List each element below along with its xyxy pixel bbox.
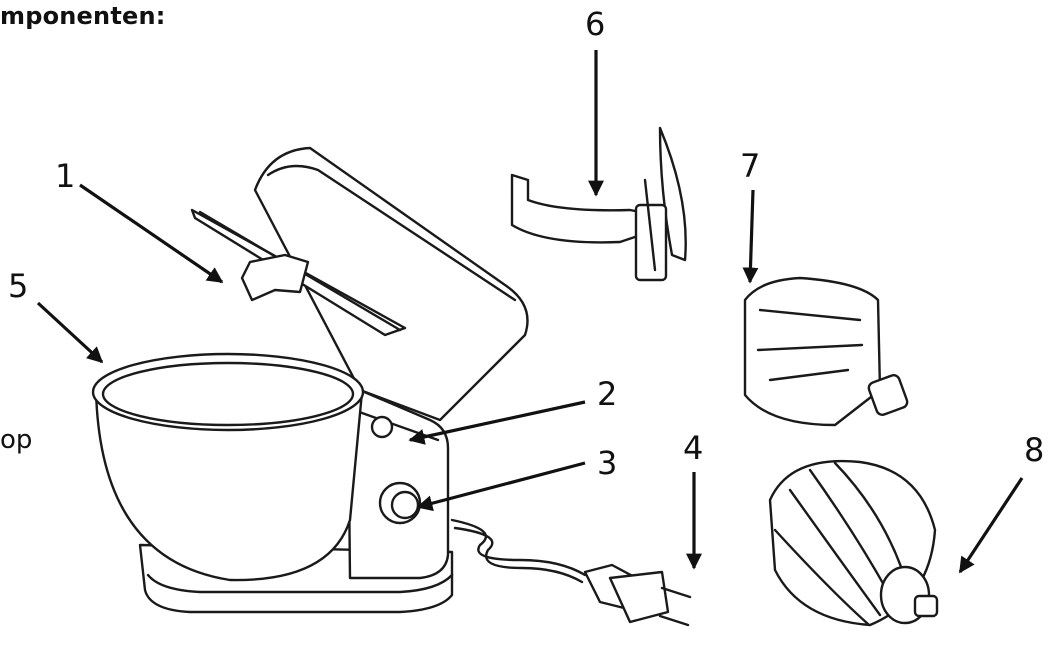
arrow-8 [958,477,1024,574]
flat-beater-illustration [743,276,909,427]
callout-number-7: 7 [740,147,761,185]
stand-mixer-illustration [91,146,692,627]
arrow-3 [416,461,586,512]
arrow-1 [79,183,224,284]
callout-number-5: 5 [8,267,29,305]
callout-arrows [36,50,1024,574]
arrow-2 [408,400,586,445]
callout-number-3: 3 [597,444,618,482]
callout-number-1: 1 [55,157,76,195]
callout-number-8: 8 [1024,431,1045,469]
callout-number-4: 4 [683,429,704,467]
callout-number-6: 6 [585,5,606,43]
arrow-7 [742,189,759,284]
callout-number-2: 2 [597,375,618,413]
components-heading: mponenten: [0,2,166,30]
arrow-5 [36,301,104,364]
cut-off-side-text: op [0,425,33,455]
whisk-illustration [768,459,939,627]
dough-hook-illustration [510,126,687,282]
